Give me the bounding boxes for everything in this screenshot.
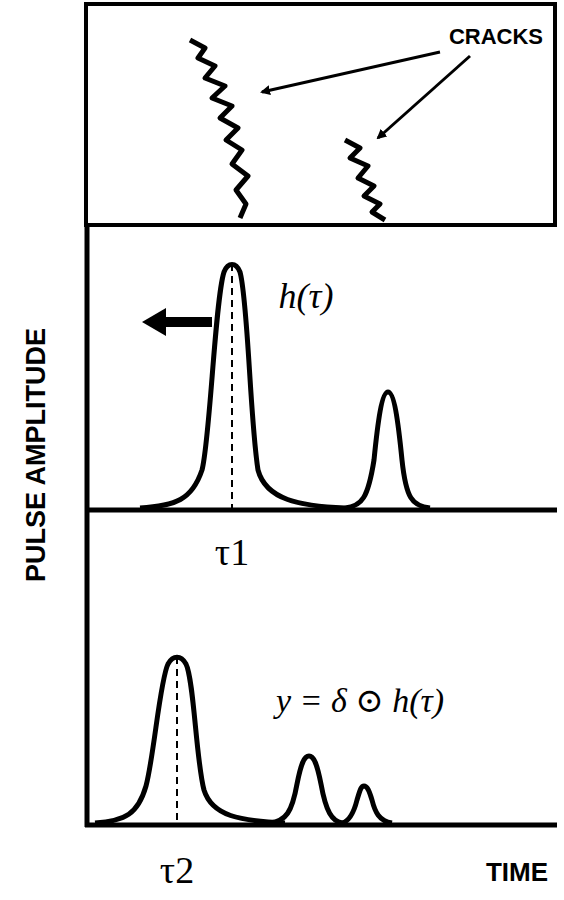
pulse — [342, 786, 392, 823]
callout-label: CRACKS — [449, 24, 543, 50]
pulse — [270, 756, 342, 823]
axis — [85, 823, 557, 828]
time-marker: τ2 — [160, 848, 194, 892]
function-label: h(τ) — [279, 275, 334, 317]
crack — [190, 40, 248, 218]
crack-panel: CRACKS — [84, 2, 557, 227]
axis-title: TIME — [486, 857, 548, 888]
leader-arrow — [262, 52, 440, 92]
axis-title: PULSE AMPLITUDE — [21, 328, 52, 582]
time-marker: τ1 — [215, 530, 249, 574]
shift-arrow — [160, 317, 212, 327]
pulse — [140, 265, 345, 509]
leader-arrow — [378, 56, 470, 138]
shift-arrow — [142, 308, 166, 336]
crack — [345, 140, 385, 220]
axis — [85, 225, 90, 827]
dashed-marker — [176, 657, 178, 823]
pulse — [95, 657, 285, 823]
pulse — [345, 392, 430, 508]
dashed-marker — [231, 264, 233, 508]
equation-label: y = δ ⊙ h(τ) — [276, 680, 444, 720]
